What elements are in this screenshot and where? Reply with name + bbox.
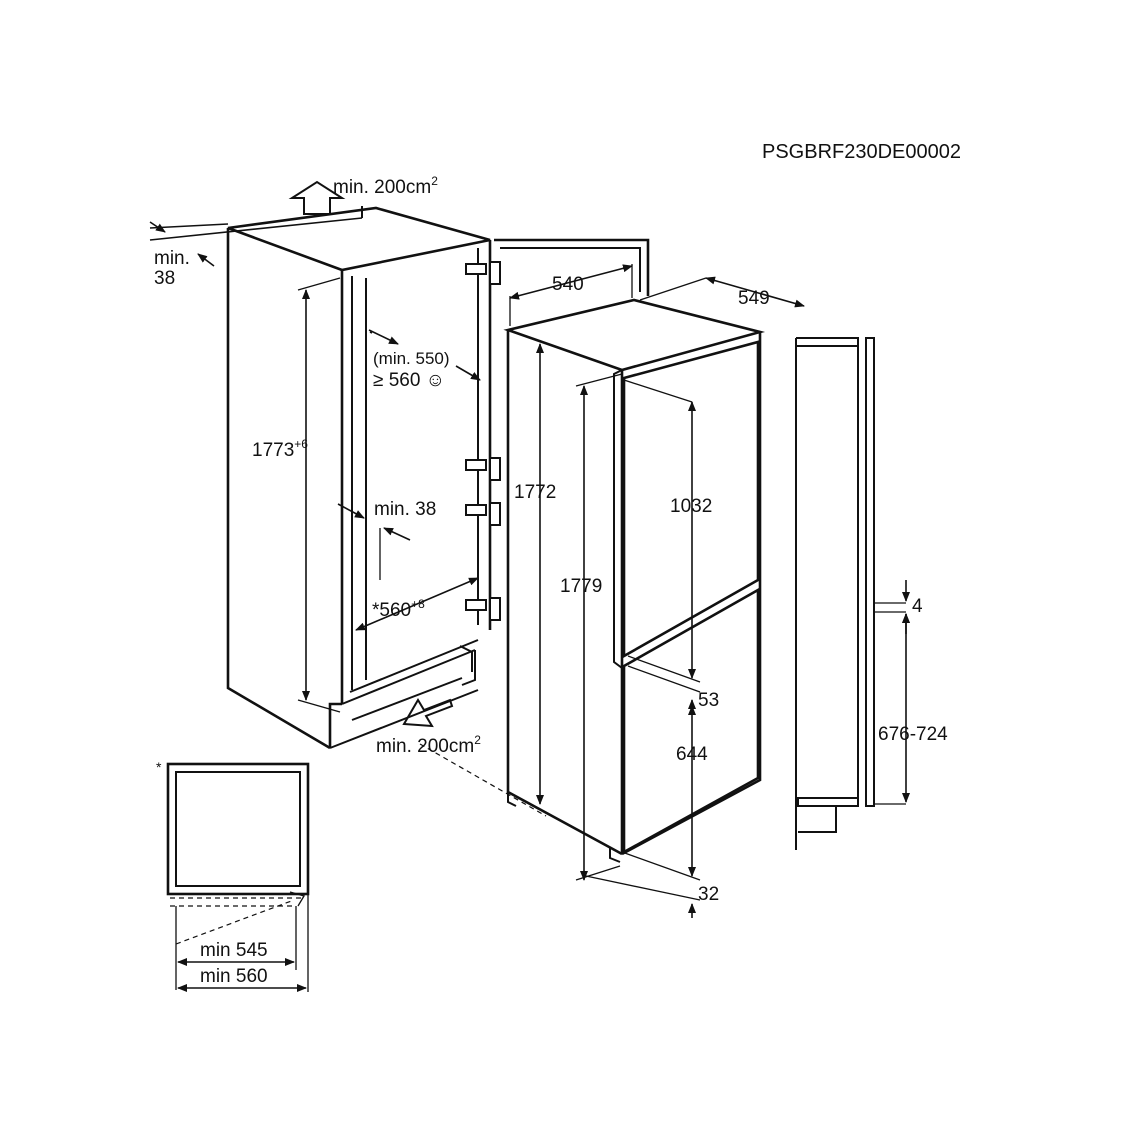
door-1032-label: 1032 xyxy=(670,496,712,517)
hinge-icon xyxy=(465,261,501,621)
base-32-label: 32 xyxy=(698,884,719,905)
niche-depth-dimension xyxy=(368,329,481,381)
door-644-label: 644 xyxy=(676,744,708,765)
range-label: 676-724 xyxy=(878,724,948,745)
appliance-body xyxy=(503,298,766,863)
niche-width-label: *560+8 xyxy=(372,597,425,621)
vent-bottom-label: min. 200cm2 xyxy=(376,733,481,757)
gap-53-dimension xyxy=(627,665,701,714)
height-1779-label: 1779 xyxy=(560,576,602,597)
niche-height-dimension xyxy=(297,277,341,713)
door-1032-dimension xyxy=(623,379,701,683)
top-gap-label: min. xyxy=(154,248,190,269)
side-gap-label: min. 38 xyxy=(374,499,436,520)
asterisk-note: * xyxy=(156,759,162,775)
side-profile xyxy=(795,337,906,850)
depth-540-label: 540 xyxy=(552,274,584,295)
niche-depth-line2: ≥ 560 ☺ xyxy=(373,370,445,391)
vent-bottom-arrow-icon xyxy=(402,698,454,728)
base-32-dimension xyxy=(585,851,701,918)
product-code: PSGBRF230DE00002 xyxy=(762,141,961,163)
gap-53-label: 53 xyxy=(698,690,719,711)
top-view-niche xyxy=(166,762,310,992)
depth-549-dimension xyxy=(639,276,805,308)
height-1779-dimension xyxy=(575,373,623,881)
niche-width-dimension xyxy=(355,577,479,631)
depth-549-label: 549 xyxy=(738,288,770,309)
niche-cabinet xyxy=(226,180,650,750)
side-gap-dimension xyxy=(337,503,411,580)
min-560-label: min 560 xyxy=(200,966,268,987)
vent-top-label: min. 200cm2 xyxy=(333,174,438,198)
niche-depth-line1: (min. 550) xyxy=(373,349,450,368)
niche-height-label: 1773+6 xyxy=(252,437,308,461)
top-gap-dimension xyxy=(149,217,363,267)
gap-4-label: 4 xyxy=(912,596,923,617)
min-545-label: min 545 xyxy=(200,940,268,961)
height-1772-label: 1772 xyxy=(514,482,556,503)
vent-top-arrow-icon xyxy=(288,180,346,215)
top-gap-value: 38 xyxy=(154,268,175,289)
depth-540-dimension xyxy=(509,264,633,326)
